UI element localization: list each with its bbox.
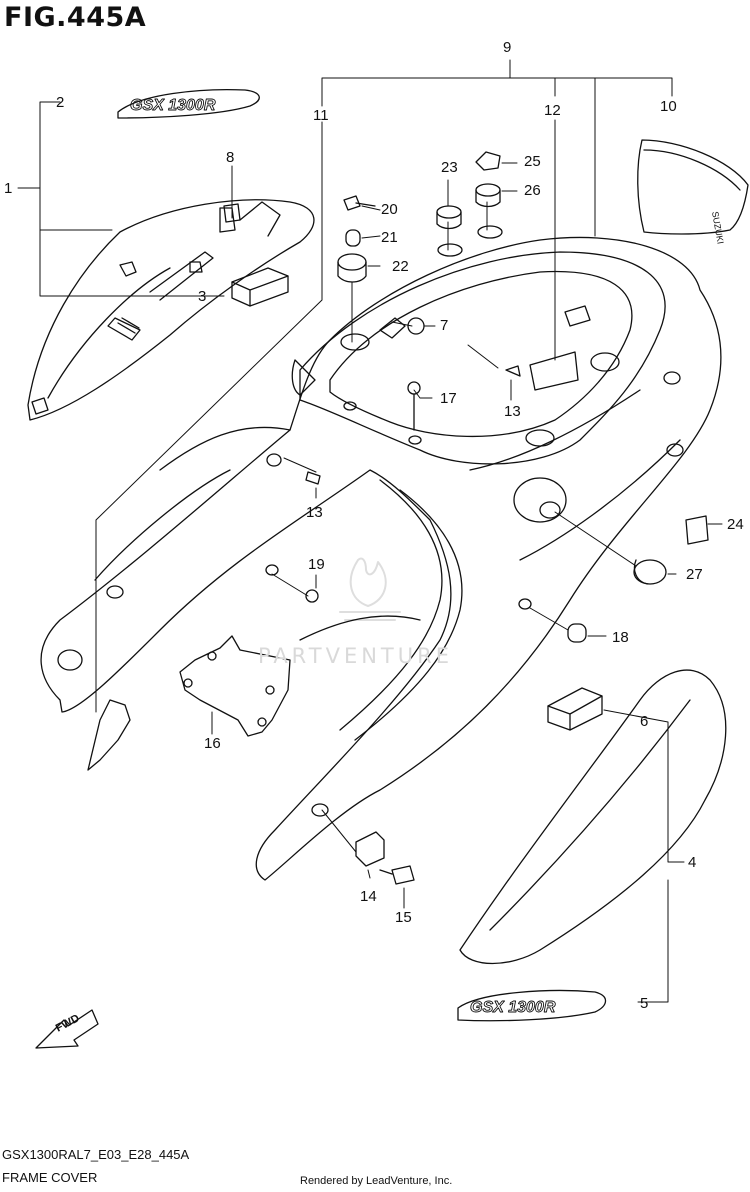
callout-18: 18	[612, 629, 629, 646]
callout-24: 24	[727, 516, 744, 533]
cushion-lower-6	[547, 687, 603, 731]
render-credit: Rendered by LeadVenture, Inc.	[300, 1175, 453, 1187]
seat-tail-10: SUZUKI	[637, 139, 749, 245]
cushion-upper-3	[231, 267, 289, 307]
watermark-text: PARTVENTURE	[258, 644, 453, 668]
forward-arrow-icon: FWD	[35, 1009, 99, 1049]
callout-4: 4	[688, 854, 697, 871]
watermark-logo	[339, 557, 401, 621]
collar-21	[345, 229, 361, 247]
left-frame-cover-upper	[27, 199, 315, 421]
diagram-caption: FRAME COVER	[2, 1170, 98, 1185]
callout-27: 27	[686, 566, 703, 583]
callout-25: 25	[524, 153, 541, 170]
grommet-22	[337, 253, 367, 283]
callout-21: 21	[381, 229, 398, 246]
frame-cover-main	[40, 225, 722, 881]
clip-8	[223, 203, 241, 223]
screw-19	[305, 589, 319, 603]
screw-17	[407, 381, 421, 431]
leader-lines	[17, 59, 723, 1003]
callout-15: 15	[395, 909, 412, 926]
callout-20: 20	[381, 201, 398, 218]
callout-16: 16	[204, 735, 221, 752]
callout-2: 2	[56, 94, 65, 111]
callout-12: 12	[544, 102, 561, 119]
grommet-23	[436, 205, 462, 230]
pad-24	[685, 515, 709, 545]
callout-26: 26	[524, 182, 541, 199]
emblem-upper-text: GSX 1300R	[130, 97, 216, 114]
callout-11: 11	[313, 107, 329, 124]
callout-14: 14	[360, 888, 377, 905]
screw-15	[379, 865, 415, 885]
bracket-16	[179, 635, 291, 737]
callout-9: 9	[503, 39, 512, 56]
callout-1: 1	[4, 180, 13, 197]
callout-6: 6	[640, 713, 649, 730]
screw-20	[343, 195, 376, 211]
nut-25	[475, 151, 501, 171]
callout-23: 23	[441, 159, 458, 176]
rubber-14	[355, 831, 385, 867]
callout-13-right: 13	[504, 403, 521, 420]
brand-text: SUZUKI	[710, 211, 726, 245]
figure-title: FIG.445A	[4, 2, 147, 33]
callout-10: 10	[660, 98, 677, 115]
callout-3: 3	[198, 288, 207, 305]
callout-13-left: 13	[306, 504, 323, 521]
svg-text:FWD: FWD	[54, 1012, 82, 1034]
callout-19: 19	[308, 556, 325, 573]
callout-17: 17	[440, 390, 457, 407]
emblem-lower: GSX 1300R	[457, 989, 607, 1022]
damper-18	[567, 623, 587, 643]
callout-7: 7	[440, 317, 449, 334]
callout-8: 8	[226, 149, 235, 166]
callout-5: 5	[640, 995, 649, 1012]
diagram-code: GSX1300RAL7_E03_E28_445A	[2, 1147, 190, 1162]
emblem-lower-text: GSX 1300R	[470, 999, 556, 1016]
screw-13b	[305, 471, 321, 485]
grommet-27	[633, 559, 667, 585]
grommet-26	[475, 183, 501, 208]
right-frame-cover-lower	[459, 669, 727, 965]
screw-13a	[505, 365, 521, 377]
callout-22: 22	[392, 258, 409, 275]
emblem-upper: GSX 1300R	[117, 89, 260, 119]
